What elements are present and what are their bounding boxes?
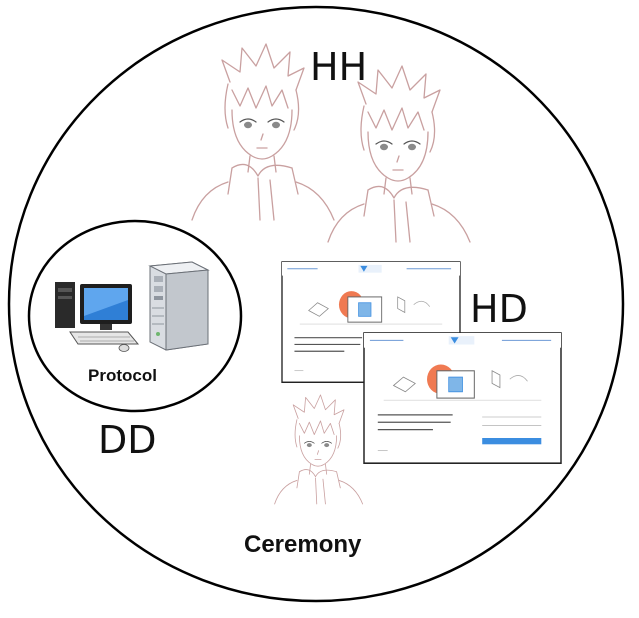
protocol-label: Protocol (88, 366, 157, 385)
desktop-computer-icon (55, 282, 140, 352)
hh-label: HH (310, 45, 367, 89)
web-page-screenshot-icon (363, 332, 562, 464)
hd-label: HD (470, 287, 528, 331)
ceremony-label: Ceremony (244, 531, 362, 558)
server-tower-icon (148, 261, 210, 351)
dd-label: DD (98, 418, 157, 462)
